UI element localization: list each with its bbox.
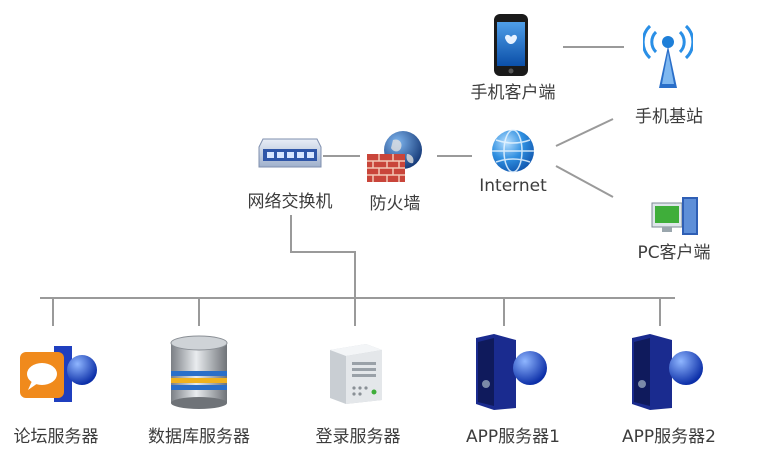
switch-node xyxy=(257,133,323,173)
server-label-2: 数据库服务器 xyxy=(148,427,250,447)
database-server-icon xyxy=(170,335,228,409)
switch-label: 网络交换机 xyxy=(247,192,333,212)
pc-node xyxy=(650,195,702,237)
firewall-label: 防火墙 xyxy=(369,194,421,214)
login-server-node xyxy=(326,340,386,406)
iphone-icon xyxy=(494,14,528,76)
app-server-1-node xyxy=(474,334,552,410)
app-server-icon xyxy=(476,334,547,410)
server-label-3: 登录服务器 xyxy=(315,427,401,447)
internet-node xyxy=(490,128,536,174)
firewall-icon xyxy=(367,131,422,182)
internet-label: Internet xyxy=(479,176,547,196)
line-switch-bus xyxy=(290,215,356,326)
desktop-computer-icon xyxy=(651,197,698,235)
base-station-label: 手机基站 xyxy=(635,107,703,127)
pc-label: PC客户端 xyxy=(637,243,711,263)
server-label-4: APP服务器1 xyxy=(466,427,560,447)
forum-server-node xyxy=(18,340,100,406)
app-server-icon xyxy=(632,334,703,410)
network-switch-icon xyxy=(258,138,322,168)
base-station-node xyxy=(641,22,695,90)
app-server-2-node xyxy=(630,334,708,410)
login-server-icon xyxy=(330,344,382,404)
server-label-1: 论坛服务器 xyxy=(13,427,99,447)
forum-server-icon xyxy=(20,346,97,402)
firewall-node xyxy=(365,130,427,184)
phone-node xyxy=(489,12,533,78)
server-label-5: APP服务器2 xyxy=(622,427,716,447)
globe-icon xyxy=(492,129,534,173)
antenna-tower-icon xyxy=(641,24,695,88)
database-server-node xyxy=(167,333,231,409)
phone-label: 手机客户端 xyxy=(470,83,556,103)
line-internet-base xyxy=(555,118,614,147)
line-internet-pc xyxy=(555,165,614,198)
